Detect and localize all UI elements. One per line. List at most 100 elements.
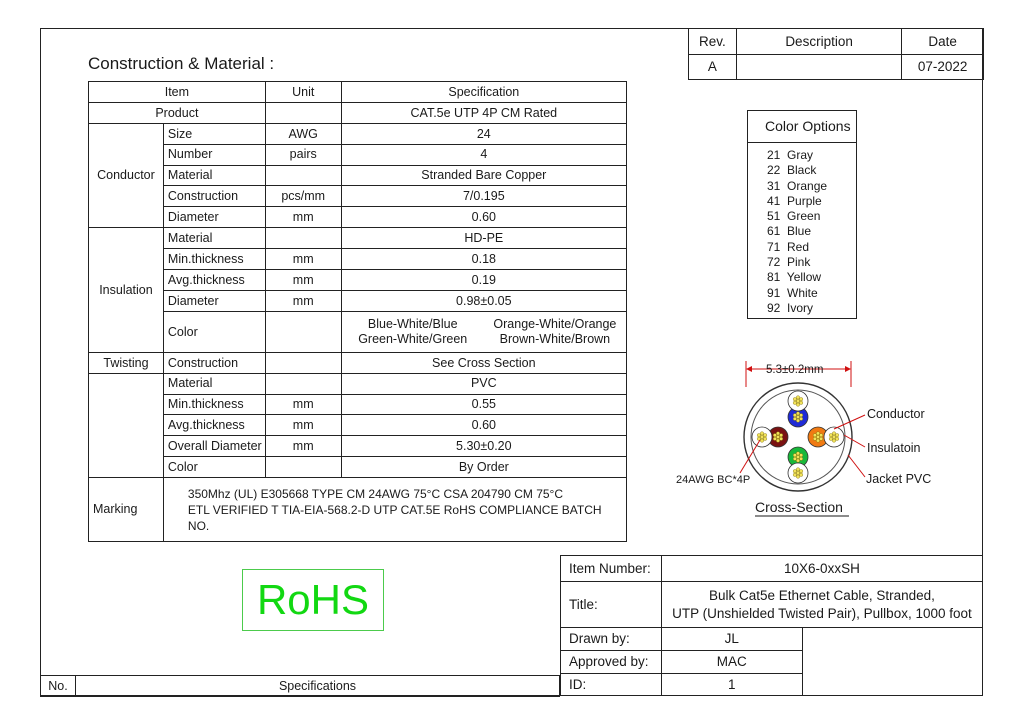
copper-strand (799, 453, 804, 458)
product-value: CAT.5e UTP 4P CM Rated (340, 101, 628, 124)
jacket-label (88, 372, 164, 479)
copper-strand (796, 471, 800, 475)
copper-strand (792, 472, 797, 477)
jacket-item: Material (162, 372, 266, 395)
copper-strand (799, 472, 804, 477)
color-pair: Brown-White/Brown (499, 331, 611, 346)
copper-strand (796, 415, 800, 419)
footer-no: No. (40, 675, 76, 697)
copper-strand (792, 416, 797, 421)
date-header: Date (901, 28, 984, 55)
copper-strand (816, 431, 820, 436)
approved-by-label: Approved by: (560, 650, 662, 674)
insulation-color-label: Color (162, 310, 266, 353)
conductor-value: Stranded Bare Copper (340, 164, 628, 187)
color-option-item: 81 Yellow (767, 270, 822, 285)
copper-strand (799, 416, 804, 421)
spec-header: Specification (340, 81, 628, 103)
copper-strand (816, 438, 820, 443)
item-number-value: 10X6-0xxSH (660, 555, 984, 582)
bc-leader (739, 439, 761, 474)
product-label: Product (88, 101, 266, 124)
jacket-unit (264, 372, 342, 395)
insulation-value: HD-PE (340, 227, 628, 250)
insulation-item: Min.thickness (162, 248, 266, 271)
dim-arrow-right (845, 366, 851, 372)
insulation-unit: mm (264, 269, 342, 291)
jacket-item: Color (162, 456, 266, 479)
section-heading: Construction & Material : (88, 54, 275, 73)
unit-header: Unit (264, 81, 342, 103)
twisting-item: Construction (162, 351, 266, 374)
jacket-value: 5.30±0.20 (340, 435, 628, 458)
conductor-callout: Conductor (867, 407, 925, 421)
copper-strand (832, 431, 836, 436)
copper-strand (832, 435, 836, 439)
rev-header: Rev. (688, 28, 737, 55)
color-option-item: 31 Orange (767, 178, 828, 193)
copper-strand (796, 418, 800, 423)
copper-strand (763, 436, 768, 441)
insulation-item: Material (162, 227, 266, 250)
insulation-value: 0.19 (340, 269, 628, 291)
color-pair: Orange-White/Orange (493, 316, 617, 331)
color-options-title: Color Options (748, 111, 856, 143)
jacket-item: Overall Diameter (162, 435, 266, 458)
twisting-unit (264, 351, 342, 374)
jacket-unit: mm (264, 414, 342, 437)
color-pair: Green-White/Green (358, 331, 468, 346)
insulation-item: Diameter (162, 289, 266, 312)
drawn-by-value: JL (660, 627, 803, 651)
jacket-callout: Jacket PVC (866, 472, 931, 486)
copper-strand (779, 436, 784, 441)
copper-strand (799, 469, 804, 474)
footer-table: No. Specifications (40, 675, 560, 697)
copper-strand (835, 433, 840, 438)
jacket-unit (264, 456, 342, 479)
copper-strand (792, 456, 797, 461)
copper-strand (828, 436, 833, 441)
twisting-label: Twisting (88, 351, 164, 374)
copper-strand (779, 433, 784, 438)
copper-strand (792, 413, 797, 418)
item-number-label: Item Number: (560, 555, 662, 582)
copper-strand (835, 436, 840, 441)
conductor-value: 24 (340, 122, 628, 145)
copper-strand (796, 399, 800, 403)
rev-value: A (688, 54, 737, 80)
insulation-value: 0.18 (340, 248, 628, 271)
title-block: Item Number: 10X6-0xxSH Title: Bulk Cat5… (560, 555, 984, 696)
copper-strand (832, 438, 836, 443)
conductor-item: Number (162, 143, 266, 166)
color-option-item: 51 Green (767, 209, 821, 224)
copper-strand (760, 431, 764, 436)
color-option-item: 22 Black (767, 163, 817, 178)
copper-strand (796, 402, 800, 407)
copper-strand (792, 469, 797, 474)
cross-section-caption: Cross-Section (755, 499, 843, 515)
jacket-item: Avg.thickness (162, 414, 266, 437)
color-option-item: 91 White (767, 285, 818, 300)
copper-strand (796, 451, 800, 456)
copper-strand (763, 433, 768, 438)
marking-line: 350Mhz (UL) E305668 TYPE CM 24AWG 75°C C… (187, 486, 564, 501)
insulation-value: 0.98±0.05 (340, 289, 628, 312)
color-option-item: 21 Gray (767, 148, 814, 162)
marking-label: Marking (88, 477, 164, 543)
conductor-item: Material (162, 164, 266, 187)
conductor-unit: pairs (264, 143, 342, 166)
conductor-label: Conductor (88, 122, 164, 229)
rohs-mark: RoHS (242, 569, 384, 631)
approved-by-value: MAC (660, 650, 803, 674)
copper-strand (760, 438, 764, 443)
jacket-value: 0.60 (340, 414, 628, 437)
color-option-item: 71 Red (767, 239, 810, 254)
marking-line: ETL VERIFIED T TIA-EIA-568.2-D UTP CAT.5… (187, 502, 602, 533)
jacket-value: 0.55 (340, 393, 628, 416)
item-header: Item (88, 81, 266, 103)
conductor-item: Size (162, 122, 266, 145)
insulation-colors: Blue-White/Blue Orange-White/Orange Gree… (340, 310, 628, 353)
title-value: Bulk Cat5e Ethernet Cable, Stranded, UTP… (660, 581, 984, 628)
copper-strand (828, 433, 833, 438)
